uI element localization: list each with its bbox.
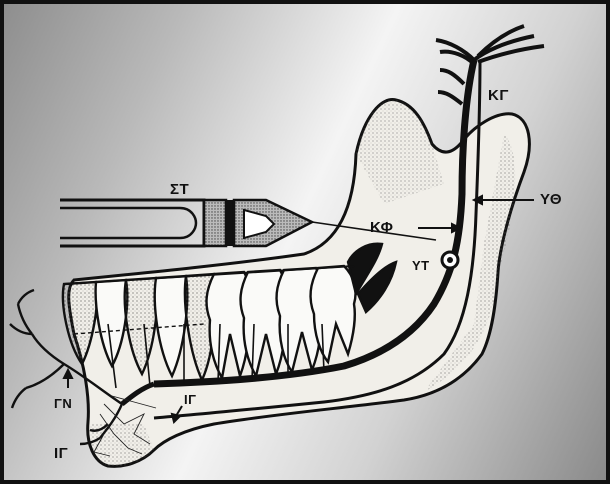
label-injection-point: ΥΤ bbox=[412, 258, 430, 273]
label-syringe: ΣΤ bbox=[170, 181, 189, 198]
label-chin-nerve-arrow: ΙΓ bbox=[184, 392, 196, 407]
label-nerve-entry: ΚΦ bbox=[370, 219, 393, 236]
label-foramen: ΥΘ bbox=[540, 191, 562, 208]
mandible-diagram: ΣΤ ΚΓ ΚΦ ΥΘ ΥΤ ΙΓ ΓΝ ΙΓ bbox=[4, 4, 606, 480]
label-condylar-nerve: ΚΓ bbox=[488, 87, 509, 104]
label-chin-nerve: ΓΝ bbox=[54, 396, 72, 411]
label-chin-base: ΙΓ bbox=[54, 445, 68, 462]
